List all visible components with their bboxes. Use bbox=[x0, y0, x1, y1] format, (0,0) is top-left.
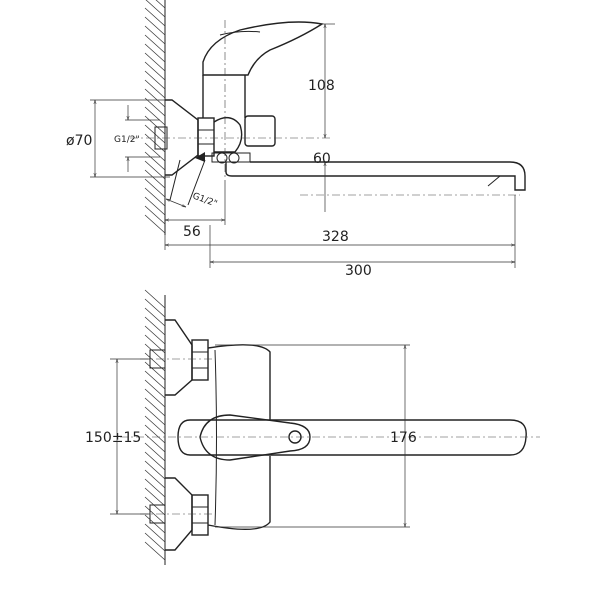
hatch-line bbox=[144, 214, 166, 234]
hatch-line bbox=[144, 298, 166, 318]
hatch-line bbox=[144, 415, 166, 435]
hatch-line bbox=[144, 88, 166, 108]
hatch-line bbox=[144, 289, 166, 309]
hatch-line bbox=[144, 178, 166, 198]
hatch-line bbox=[144, 61, 166, 81]
hex-nut bbox=[197, 117, 215, 157]
dim-60-label: 60 bbox=[313, 151, 331, 167]
hatch-line bbox=[144, 70, 166, 90]
hatch-line bbox=[144, 142, 166, 162]
hatch-line bbox=[144, 397, 166, 417]
hatch-line bbox=[144, 196, 166, 216]
spout-top bbox=[177, 419, 527, 456]
hatch-line bbox=[144, 7, 166, 27]
hatch-line bbox=[144, 442, 166, 462]
lower-flange-connector bbox=[149, 477, 209, 551]
dim-176-label: 176 bbox=[390, 430, 417, 446]
hatch-line bbox=[144, 316, 166, 336]
dim-150-label: 150±15 bbox=[85, 430, 141, 446]
centerlines bbox=[130, 20, 520, 196]
hatch-line bbox=[144, 370, 166, 390]
hatch-line bbox=[144, 487, 166, 507]
top-view: 150±15 176 bbox=[85, 289, 540, 565]
dim-300-label: 300 bbox=[345, 263, 372, 279]
hatch-line bbox=[144, 361, 166, 381]
wall-hatch-top bbox=[144, 0, 166, 235]
lever-handle bbox=[202, 21, 324, 76]
hatch-line bbox=[144, 151, 166, 171]
dim-diameter-70-label: ø70 bbox=[66, 133, 92, 149]
hatch-line bbox=[144, 523, 166, 543]
dim-328-label: 328 bbox=[322, 229, 349, 245]
hatch-line bbox=[144, 541, 166, 561]
dim-56-label: 56 bbox=[183, 224, 201, 240]
hatch-line bbox=[144, 169, 166, 189]
hatch-line bbox=[144, 97, 166, 117]
hatch-line bbox=[144, 451, 166, 471]
hatch-line bbox=[144, 187, 166, 207]
hatch-line bbox=[144, 205, 166, 225]
spout bbox=[225, 161, 526, 191]
hatch-line bbox=[144, 16, 166, 36]
hatch-line bbox=[155, 0, 166, 9]
hatch-line bbox=[144, 532, 166, 552]
wall-flange bbox=[165, 99, 199, 176]
hatch-line bbox=[144, 379, 166, 399]
dimensions-side bbox=[90, 23, 516, 268]
hatch-line bbox=[144, 52, 166, 72]
hatch-line bbox=[144, 325, 166, 345]
hatch-line bbox=[145, 0, 166, 18]
hatch-line bbox=[144, 34, 166, 54]
hatch-line bbox=[144, 505, 166, 525]
hatch-line bbox=[144, 478, 166, 498]
hatch-line bbox=[144, 307, 166, 327]
hatch-line bbox=[144, 388, 166, 408]
centerlines-top bbox=[120, 358, 540, 515]
angled-inlet bbox=[169, 152, 206, 206]
hatch-line bbox=[144, 469, 166, 489]
dim-thread-inlet-label: G1/2" bbox=[114, 135, 140, 145]
hatch-line bbox=[144, 106, 166, 126]
hatch-line bbox=[144, 514, 166, 534]
dimensions-top bbox=[110, 344, 410, 528]
hatch-line bbox=[144, 79, 166, 99]
side-view: 108 ø70 G1/2" 60 G1/2" 56 328 300 bbox=[66, 0, 526, 279]
hatch-line bbox=[144, 25, 166, 45]
hatch-line bbox=[144, 424, 166, 444]
dim-thread-angled-label: G1/2" bbox=[191, 191, 218, 209]
hatch-line bbox=[144, 115, 166, 135]
hatch-line bbox=[144, 160, 166, 180]
hatch-line bbox=[144, 460, 166, 480]
dim-108-label: 108 bbox=[308, 78, 335, 94]
hatch-line bbox=[144, 406, 166, 426]
hatch-line bbox=[144, 496, 166, 516]
hatch-line bbox=[144, 43, 166, 63]
wall-hatch-bottom bbox=[144, 289, 166, 565]
